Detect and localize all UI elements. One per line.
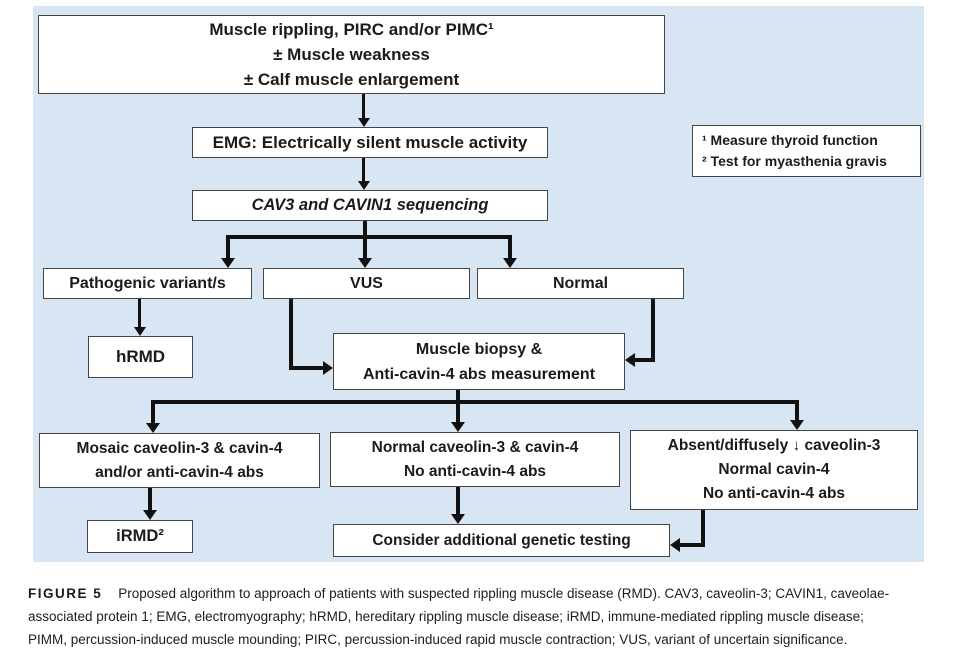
box-line: Anti-cavin-4 abs measurement [362, 365, 596, 383]
arrow-line [226, 235, 512, 239]
arrow-left-icon [670, 538, 680, 552]
arrow-line [701, 510, 705, 547]
box-line: Mosaic caveolin-3 & cavin-4 [76, 439, 283, 457]
arrow-line [651, 299, 655, 362]
box-emg: EMG: Electrically silent muscle activity [192, 127, 548, 158]
box-line: CAV3 and CAVIN1 sequencing [251, 196, 489, 214]
arrow-down-icon [503, 258, 517, 268]
arrow-line [362, 158, 365, 181]
arrow-down-icon [790, 420, 804, 430]
arrow-line [795, 404, 799, 421]
footnote-1: ¹ Measure thyroid function [702, 132, 878, 148]
arrow-line [151, 404, 155, 424]
arrow-down-icon [358, 181, 370, 190]
box-line: Normal [552, 274, 609, 292]
arrow-line [635, 358, 655, 362]
box-line: Pathogenic variant/s [69, 274, 226, 292]
box-line: iRMD² [116, 527, 164, 545]
arrow-line [138, 299, 141, 327]
box-line: No anti-cavin-4 abs [702, 485, 846, 502]
box-irmd: iRMD² [87, 520, 193, 553]
arrow-line [508, 239, 512, 258]
box-line: EMG: Electrically silent muscle activity [212, 132, 528, 152]
box-muscle-biopsy: Muscle biopsy & Anti-cavin-4 abs measure… [333, 333, 625, 390]
arrow-line [680, 543, 705, 547]
box-line: Muscle rippling, PIRC and/or PIMC¹ [209, 20, 494, 39]
arrow-line [226, 239, 230, 258]
box-mosaic-caveolin: Mosaic caveolin-3 & cavin-4 and/or anti-… [39, 433, 320, 488]
arrow-line [362, 94, 365, 118]
arrow-line [363, 239, 367, 258]
footnote-2: ² Test for myasthenia gravis [702, 153, 887, 169]
caption-text: Proposed algorithm to approach of patien… [118, 586, 890, 601]
arrow-down-icon [451, 422, 465, 432]
box-line: and/or anti-cavin-4 abs [95, 463, 264, 481]
box-hrmd: hRMD [88, 336, 193, 378]
box-sequencing: CAV3 and CAVIN1 sequencing [192, 190, 548, 221]
arrow-down-icon [134, 327, 146, 336]
arrow-line [151, 400, 799, 404]
box-line: Normal cavin-4 [718, 461, 830, 478]
box-normal-caveolin: Normal caveolin-3 & cavin-4 No anti-cavi… [330, 432, 620, 487]
arrow-down-icon [143, 510, 157, 520]
box-line: Muscle biopsy & [415, 340, 543, 358]
box-line: Absent/diffusely ↓ caveolin-3 [667, 437, 881, 454]
arrow-line [456, 404, 460, 423]
box-line: ± Muscle weakness [273, 45, 430, 64]
box-footnotes: ¹ Measure thyroid function ² Test for my… [692, 125, 921, 177]
arrow-down-icon [358, 118, 370, 127]
arrow-line [456, 487, 460, 515]
box-line: VUS [350, 274, 383, 292]
arrow-down-icon [451, 514, 465, 524]
arrow-down-icon [146, 423, 160, 433]
arrow-line [456, 390, 460, 402]
box-line: ± Calf muscle enlargement [243, 70, 460, 89]
arrow-left-icon [625, 353, 635, 367]
figure-number: FIGURE 5 [28, 586, 103, 601]
box-pathogenic-variant: Pathogenic variant/s [43, 268, 252, 299]
box-consider-genetic-testing: Consider additional genetic testing [333, 524, 670, 557]
arrow-down-icon [221, 258, 235, 268]
box-line: Consider additional genetic testing [372, 531, 631, 549]
box-line: Normal caveolin-3 & cavin-4 [371, 438, 579, 456]
box-absent-caveolin: Absent/diffusely ↓ caveolin-3 Normal cav… [630, 430, 918, 510]
caption-line: PIMM, percussion-induced muscle mounding… [28, 632, 848, 647]
arrow-line [289, 366, 323, 370]
caption-line: associated protein 1; EMG, electromyogra… [28, 609, 864, 624]
arrow-right-icon [323, 361, 333, 375]
arrow-line [289, 299, 293, 370]
arrow-line [363, 221, 367, 237]
caption-line: FIGURE 5 Proposed algorithm to approach o… [28, 582, 938, 605]
arrow-down-icon [358, 258, 372, 268]
box-vus: VUS [263, 268, 470, 299]
box-line: No anti-cavin-4 abs [403, 462, 547, 480]
box-line: hRMD [115, 347, 166, 366]
box-initial-presentation: Muscle rippling, PIRC and/or PIMC¹ ± Mus… [38, 15, 665, 94]
figure-caption: FIGURE 5 Proposed algorithm to approach o… [28, 582, 938, 651]
box-normal: Normal [477, 268, 684, 299]
arrow-line [148, 488, 152, 511]
